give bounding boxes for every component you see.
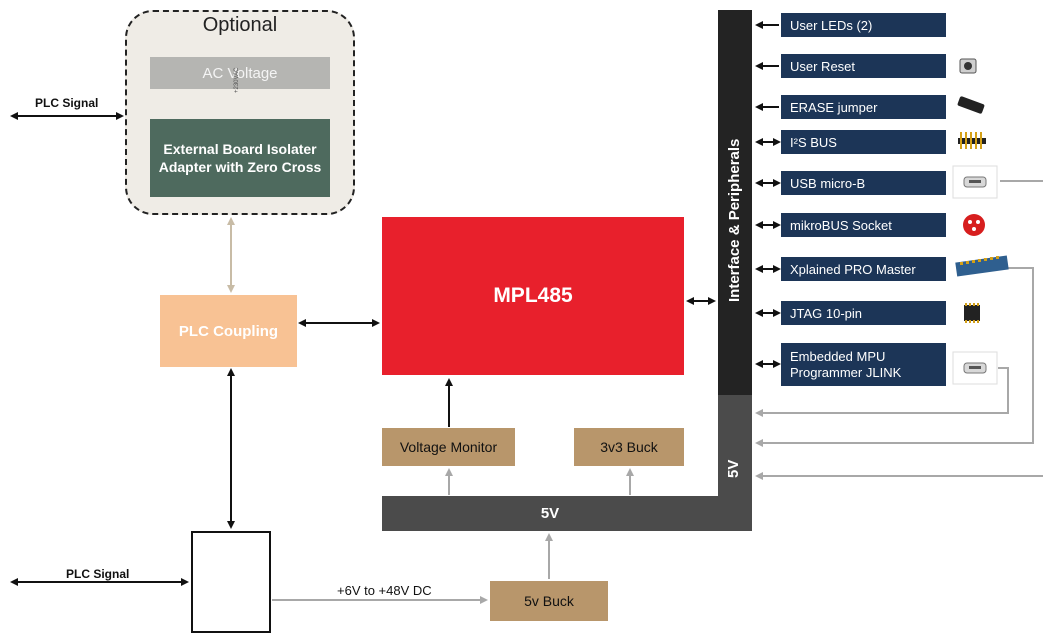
interface-peripherals-label: Interface & Peripherals [726, 138, 743, 302]
peripheral-jlink: Embedded MPU Programmer JLINK [781, 343, 946, 386]
jtag-header-icon [964, 303, 980, 323]
voltage-monitor-block: Voltage Monitor [382, 428, 515, 466]
5v-rail-horizontal [382, 496, 752, 531]
dc-input-label: +6V to +48V DC [337, 583, 432, 598]
peripheral-erase-jumper: ERASE jumper [781, 95, 946, 119]
usb-micro-b-icon-jlink [952, 351, 998, 385]
peripheral-jtag: JTAG 10-pin [781, 301, 946, 325]
mikrobus-icon [963, 214, 985, 236]
ac-voltage-block: AC Voltage [150, 57, 330, 89]
plc-coupling-block: PLC Coupling [160, 295, 297, 367]
interface-peripherals-bar [718, 10, 752, 395]
usb-micro-b-icon [952, 165, 998, 199]
connector-box [191, 531, 271, 633]
plc-signal-top-label: PLC Signal [35, 96, 99, 110]
plc-signal-bottom-label: PLC Signal [66, 567, 130, 581]
peripheral-mikrobus: mikroBUS Socket [781, 213, 946, 237]
xplained-header-icon [955, 255, 1009, 277]
5v-rail-vertical [718, 395, 752, 531]
5v-rail-label: 5V [540, 505, 560, 522]
peripheral-user-leds: User LEDs (2) [781, 13, 946, 37]
pin-header-icon [958, 132, 986, 149]
peripheral-xplained-pro: Xplained PRO Master [781, 257, 946, 281]
optional-title: Optional [202, 14, 278, 36]
5v-rail-vertical-label: 5V [725, 459, 742, 478]
mpl485-block: MPL485 [382, 217, 684, 375]
3v3-buck-block: 3v3 Buck [574, 428, 684, 466]
vac-note: +230VAC [234, 67, 240, 93]
jumper-icon [957, 96, 985, 114]
5v-buck-block: 5v Buck [490, 581, 608, 621]
peripheral-user-reset: User Reset [781, 54, 946, 78]
external-board-block: External Board Isolater Adapter with Zer… [150, 119, 330, 197]
peripheral-usb-micro-b: USB micro-B [781, 171, 946, 195]
peripheral-i2s-bus: I²S BUS [781, 130, 946, 154]
reset-button-icon [959, 58, 977, 74]
